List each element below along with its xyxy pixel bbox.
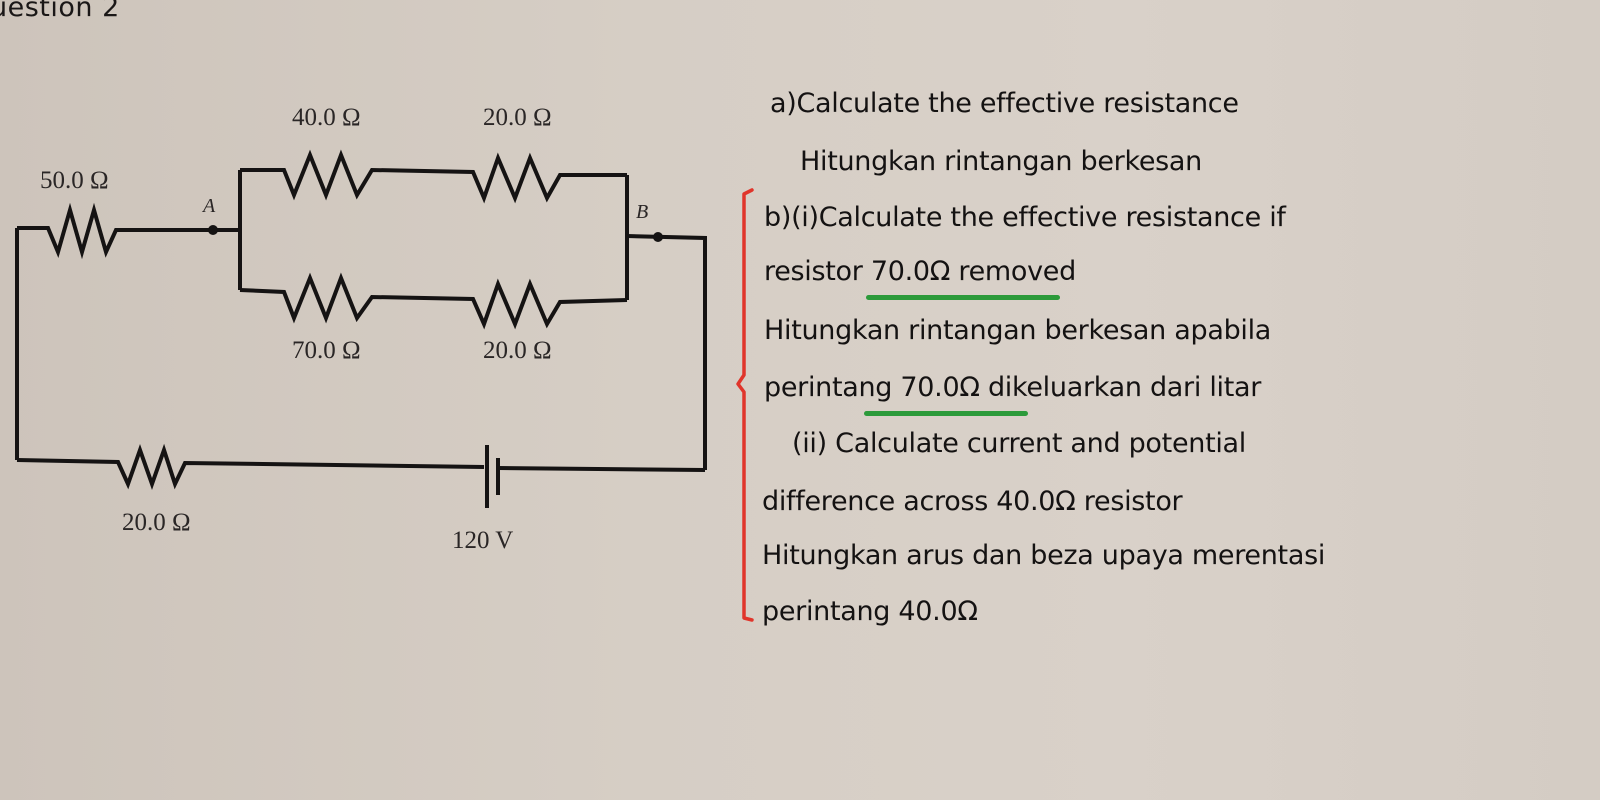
resistor-50-symbol (17, 202, 213, 260)
resistor-20-bottom-label: 20.0 Ω (122, 509, 191, 536)
node-a-label: A (201, 195, 216, 217)
red-brace-annotation (736, 188, 754, 622)
question-b-i-english-line2: resistor 70.0Ω removed (764, 256, 1076, 287)
circuit-diagram: 50.0 Ω 40.0 Ω 20.0 Ω 70.0 Ω 20.0 Ω 20.0 … (15, 104, 707, 554)
question-title: uestion 2 (0, 0, 120, 23)
resistor-40-label: 40.0 Ω (292, 104, 361, 131)
resistor-40-symbol (240, 149, 627, 204)
resistor-50-label: 50.0 Ω (40, 167, 109, 194)
resistor-20-bottom-symbol (16, 443, 485, 491)
green-underline-2 (864, 411, 1028, 416)
node-a-dot (208, 225, 218, 235)
question-b-i-malay-line2: perintang 70.0Ω dikeluarkan dari litar (764, 372, 1262, 403)
question-b-ii-english-line1: (ii) Calculate current and potential (792, 428, 1247, 459)
node-b-dot (653, 232, 663, 242)
question-b-i-malay-line1: Hitungkan rintangan berkesan apabila (764, 315, 1272, 346)
resistor-20-mid-label: 20.0 Ω (483, 337, 552, 364)
node-b-label: B (636, 201, 648, 223)
resistor-20-top-label: 20.0 Ω (483, 104, 552, 131)
question-a-malay: Hitungkan rintangan berkesan (800, 146, 1202, 177)
question-a-english: a)Calculate the effective resistance (770, 88, 1239, 119)
battery-label: 120 V (452, 527, 513, 554)
question-b-ii-malay-line2: perintang 40.0Ω (762, 596, 978, 627)
resistor-70-symbol (239, 272, 628, 330)
question-b-i-english-line1: b)(i)Calculate the effective resistance … (764, 202, 1286, 233)
green-underline-1 (866, 295, 1060, 300)
resistor-70-label: 70.0 Ω (292, 337, 361, 364)
question-b-ii-malay-line1: Hitungkan arus dan beza upaya merentasi (762, 540, 1326, 571)
question-b-ii-english-line2: difference across 40.0Ω resistor (762, 486, 1183, 517)
